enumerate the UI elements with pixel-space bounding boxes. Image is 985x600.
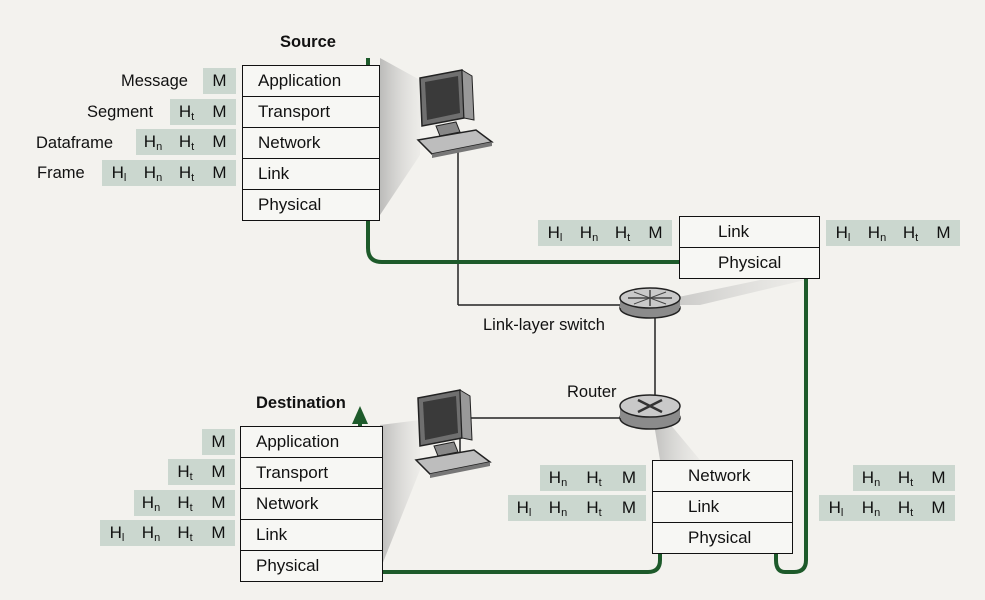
dest-layer-network: Network bbox=[241, 489, 382, 520]
router-layer-link: Link bbox=[653, 492, 792, 523]
header-m: M bbox=[203, 68, 236, 94]
destination-title: Destination bbox=[256, 394, 346, 412]
router-layer-network: Network bbox=[653, 461, 792, 492]
header-m: M bbox=[639, 220, 672, 246]
header-m: M bbox=[927, 220, 960, 246]
header-m: M bbox=[202, 459, 235, 485]
row-label-frame: Frame bbox=[37, 164, 85, 182]
header-hn: Hn bbox=[860, 220, 894, 246]
header-hn: Hn bbox=[853, 495, 889, 521]
router-label: Router bbox=[567, 383, 617, 401]
header-m: M bbox=[203, 99, 236, 125]
router-stack: Network Link Physical bbox=[652, 460, 793, 554]
row-label-message: Message bbox=[121, 72, 188, 90]
source-layer-link: Link bbox=[243, 159, 379, 190]
header-ht: Ht bbox=[889, 495, 922, 521]
header-ht: Ht bbox=[894, 220, 927, 246]
switch-icon bbox=[619, 287, 681, 319]
source-layer-network: Network bbox=[243, 128, 379, 159]
source-stack: Application Transport Network Link Physi… bbox=[242, 65, 380, 221]
header-hn: Hn bbox=[134, 490, 168, 516]
destination-shadow bbox=[380, 420, 420, 570]
switch-stack: Link Physical bbox=[679, 216, 820, 279]
header-hl: Hl bbox=[102, 160, 136, 186]
header-ht: Ht bbox=[576, 495, 612, 521]
dest-layer-application: Application bbox=[241, 427, 382, 458]
header-hl: Hl bbox=[508, 495, 540, 521]
source-layer-application: Application bbox=[243, 66, 379, 97]
source-layer-physical: Physical bbox=[258, 195, 322, 214]
header-m: M bbox=[922, 465, 955, 491]
header-m: M bbox=[202, 490, 235, 516]
header-ht: Ht bbox=[170, 129, 203, 155]
header-m: M bbox=[203, 129, 236, 155]
header-hn: Hn bbox=[540, 465, 576, 491]
header-m: M bbox=[203, 160, 236, 186]
header-hn: Hn bbox=[572, 220, 606, 246]
header-hl: Hl bbox=[826, 220, 860, 246]
switch-shadow bbox=[640, 280, 805, 305]
destination-stack: Application Transport Network Link Physi… bbox=[240, 426, 383, 582]
dest-layer-link: Link bbox=[241, 520, 382, 551]
destination-computer-icon bbox=[414, 389, 492, 478]
header-ht: Ht bbox=[889, 465, 922, 491]
source-title: Source bbox=[280, 33, 336, 51]
switch-layer-link: Link bbox=[680, 217, 819, 248]
header-hl: Hl bbox=[538, 220, 572, 246]
router-icon bbox=[619, 394, 681, 430]
header-ht: Ht bbox=[576, 465, 612, 491]
switch-label: Link-layer switch bbox=[483, 316, 605, 334]
router-layer-physical: Physical bbox=[688, 528, 752, 547]
header-hn: Hn bbox=[134, 520, 168, 546]
dest-layer-physical: Physical bbox=[256, 556, 320, 575]
row-label-dataframe: Dataframe bbox=[36, 134, 114, 152]
header-ht: Ht bbox=[168, 490, 202, 516]
header-ht: Ht bbox=[170, 99, 203, 125]
data-path-arrow bbox=[352, 406, 368, 424]
header-ht: Ht bbox=[606, 220, 639, 246]
header-m: M bbox=[612, 465, 646, 491]
source-shadow bbox=[380, 58, 420, 215]
header-m: M bbox=[612, 495, 646, 521]
header-hn: Hn bbox=[540, 495, 576, 521]
header-hl: Hl bbox=[100, 520, 134, 546]
header-ht: Ht bbox=[168, 459, 202, 485]
row-label-segment: Segment bbox=[87, 103, 154, 121]
header-m: M bbox=[922, 495, 955, 521]
source-layer-transport: Transport bbox=[243, 97, 379, 128]
dest-layer-transport: Transport bbox=[241, 458, 382, 489]
header-hl: Hl bbox=[819, 495, 853, 521]
header-hn: Hn bbox=[853, 465, 889, 491]
source-computer-icon bbox=[416, 69, 494, 158]
header-ht: Ht bbox=[170, 160, 203, 186]
header-hn: Hn bbox=[136, 160, 170, 186]
header-m: M bbox=[202, 429, 235, 455]
header-m: M bbox=[202, 520, 235, 546]
switch-layer-physical: Physical bbox=[718, 253, 782, 272]
header-hn: Hn bbox=[136, 129, 170, 155]
header-ht: Ht bbox=[168, 520, 202, 546]
